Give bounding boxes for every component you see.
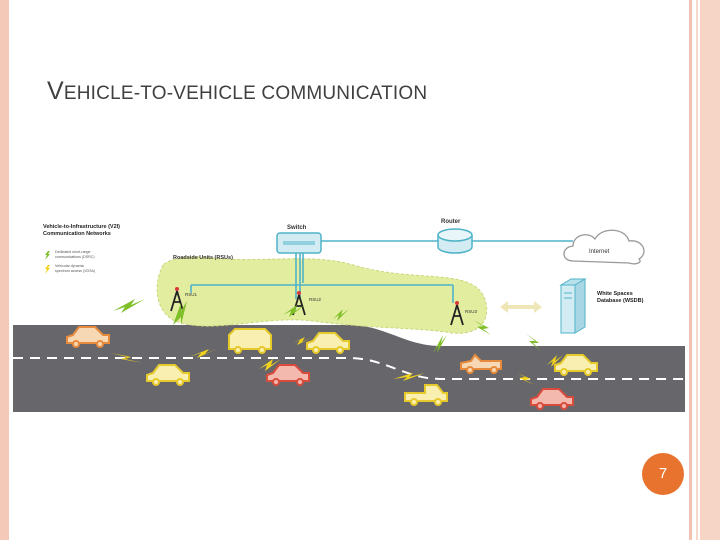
vdsa-legend-icon xyxy=(45,265,50,274)
rsu3-label: RSU3 xyxy=(465,309,478,314)
road-lane-marking xyxy=(13,357,685,380)
router-label: Router xyxy=(441,219,461,225)
router-icon xyxy=(437,228,473,254)
title-part: EHICLE xyxy=(63,83,134,104)
diagram-heading: Communication Networks xyxy=(43,231,111,237)
legend-label: spectrum access (VDSA) xyxy=(55,269,95,273)
car-icon xyxy=(66,326,110,348)
internet-label: Internet xyxy=(589,249,610,255)
switch-icon xyxy=(276,232,322,254)
dsrc-legend-icon xyxy=(45,251,50,260)
slide-frame-right xyxy=(700,0,720,540)
wsdb-label: Database (WSDB) xyxy=(597,298,644,304)
rsu-tower-icon xyxy=(292,291,306,316)
slide-frame-right-line xyxy=(689,0,692,540)
page-number-badge: 7 xyxy=(642,453,684,495)
v2i-diagram: Switch Router Internet Vehicle-to-Infras… xyxy=(13,203,685,412)
title-part: VEHICLE COMMUNICATION xyxy=(173,83,428,104)
road xyxy=(13,325,685,412)
dsrc-signal-icons xyxy=(113,299,541,353)
car-icon xyxy=(530,388,574,410)
title-part: - xyxy=(166,83,174,104)
slide-title: VEHICLE-TO-VEHICLE COMMUNICATION xyxy=(47,77,427,106)
wsdb-link-arrow xyxy=(500,301,542,313)
legend-label: communications (DSRC) xyxy=(55,255,95,259)
car-icon xyxy=(266,364,310,386)
vdsa-signal-icons xyxy=(111,337,563,385)
cloud-icon xyxy=(563,229,645,265)
legend-label: Dedicated short-range xyxy=(55,250,91,254)
diagram-heading: Vehicle-to-Infrastructure (V2I) xyxy=(43,224,120,230)
rsu-group-label: Roadside Units (RSUs) xyxy=(173,255,233,261)
rsu-tower-icon xyxy=(450,301,464,326)
switch-label: Switch xyxy=(287,225,307,231)
title-part: - xyxy=(133,83,141,104)
server-icon xyxy=(559,278,587,334)
slide-frame-right-line xyxy=(696,0,698,540)
rsu-zone xyxy=(156,256,488,334)
slide-frame-left xyxy=(0,0,9,540)
car-icon xyxy=(554,354,598,376)
car-icon xyxy=(460,353,502,374)
wsdb-label: White Spaces xyxy=(597,291,633,297)
car-icon xyxy=(306,332,350,354)
rsu1-label: RSU1 xyxy=(185,292,198,297)
rsu2-label: RSU2 xyxy=(309,297,322,302)
title-initial: V xyxy=(47,77,64,105)
car-icon xyxy=(404,384,448,406)
title-part: TO xyxy=(140,83,167,104)
car-icon xyxy=(146,364,190,386)
legend-label: Vehicular dynamic xyxy=(55,264,84,268)
car-icon xyxy=(228,328,272,354)
